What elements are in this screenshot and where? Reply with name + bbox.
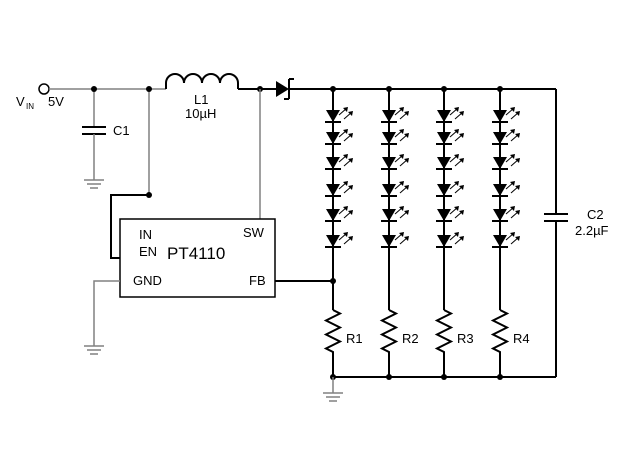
led-3-3 [436, 154, 464, 170]
led-4-4 [492, 181, 520, 197]
resistor-label: R4 [513, 331, 530, 346]
led-1-6 [325, 232, 353, 248]
resistor-label: R3 [457, 331, 474, 346]
pin-gnd-label: GND [133, 273, 162, 288]
led-strings [325, 86, 520, 380]
led-4-3 [492, 154, 520, 170]
led-2-4 [381, 181, 409, 197]
led-3-4 [436, 181, 464, 197]
pin-fb-label: FB [249, 273, 266, 288]
gnd-pin-wire [93, 280, 120, 346]
vin-label: V IN 5V [16, 94, 64, 111]
ground-symbol-c1 [84, 179, 104, 189]
pin-in-label: IN [139, 227, 152, 242]
led-4-2 [492, 129, 520, 145]
led-string-3 [436, 86, 464, 380]
led-4-5 [492, 206, 520, 222]
svg-text:V: V [16, 94, 25, 109]
led-2-5 [381, 206, 409, 222]
led-2-6 [381, 232, 409, 248]
capacitor-c1 [82, 86, 106, 180]
led-2-2 [381, 129, 409, 145]
c2-value: 2.2µF [575, 223, 609, 238]
capacitor-c2 [544, 213, 568, 377]
pin-en-label: EN [139, 244, 157, 259]
svg-text:5V: 5V [48, 94, 64, 109]
led-1-2 [325, 129, 353, 145]
en-tie-wire [110, 194, 149, 259]
led-1-3 [325, 154, 353, 170]
led-1-4 [325, 181, 353, 197]
resistor-label: R1 [346, 331, 363, 346]
ic-part-number: PT4110 [167, 244, 225, 263]
resistor-r4: R4 [490, 309, 530, 377]
led-4-1 [492, 107, 520, 123]
led-1-1 [325, 107, 353, 123]
pt4110-ic: IN EN PT4110 GND SW FB [119, 218, 276, 298]
led-string-4 [492, 86, 520, 380]
resistor-r2: R2 [379, 309, 419, 377]
led-3-1 [436, 107, 464, 123]
l1-value: 10µH [185, 106, 216, 121]
l1-label: L1 [194, 92, 208, 107]
resistor-r1: R1 [323, 309, 363, 377]
led-string-1 [325, 86, 353, 380]
ground-symbol-output [323, 392, 343, 402]
led-3-5 [436, 206, 464, 222]
sense-resistors: R1 R2 R3 R4 [323, 309, 530, 377]
c1-label: C1 [113, 123, 130, 138]
schottky-diode [276, 78, 294, 100]
led-2-1 [381, 107, 409, 123]
c2-label: C2 [587, 207, 604, 222]
led-2-3 [381, 154, 409, 170]
led-3-2 [436, 129, 464, 145]
resistor-r3: R3 [434, 309, 474, 377]
ground-symbol-ic [84, 345, 104, 355]
led-1-5 [325, 206, 353, 222]
pin-sw-label: SW [243, 225, 265, 240]
led-string-2 [381, 86, 409, 380]
resistor-label: R2 [402, 331, 419, 346]
svg-text:IN: IN [26, 102, 34, 111]
led-4-6 [492, 232, 520, 248]
led-3-6 [436, 232, 464, 248]
